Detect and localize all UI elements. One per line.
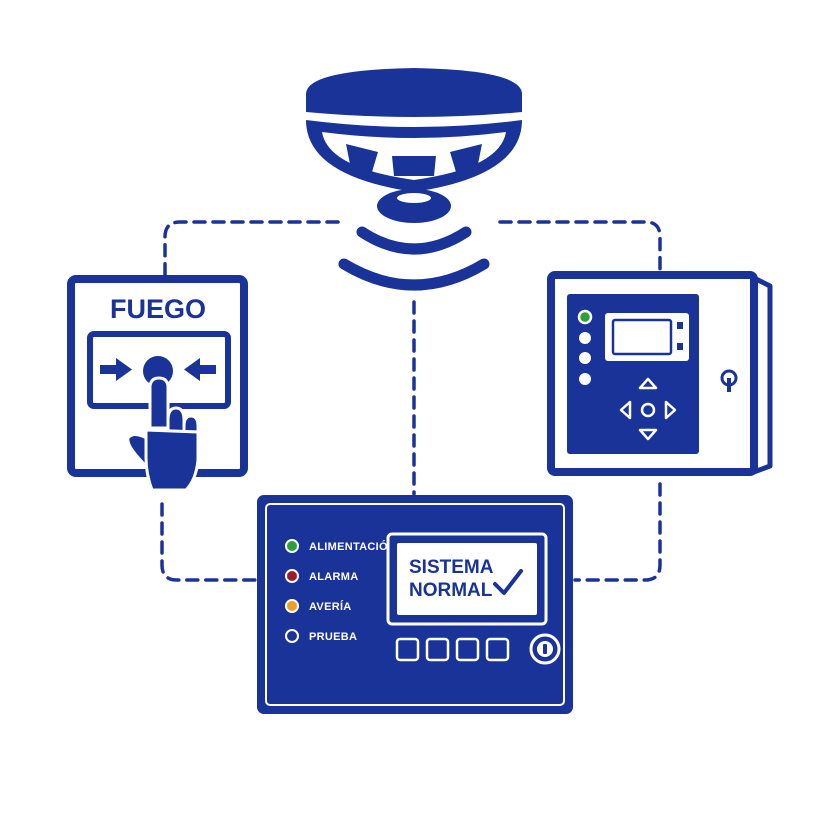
remote-led-1 bbox=[577, 309, 593, 325]
smoke-detector-icon bbox=[306, 68, 522, 291]
line-remote-panel-to-main-panel bbox=[573, 482, 662, 582]
led-fault-label: AVERÍA bbox=[309, 600, 352, 613]
lock-icon bbox=[720, 369, 738, 392]
panel-button-2[interactable] bbox=[425, 637, 450, 662]
nav-right-icon bbox=[664, 400, 677, 420]
panel-buttons bbox=[395, 637, 510, 662]
signal-wave-inner bbox=[356, 226, 472, 255]
led-indicators: ALIMENTACIÓN ALARMA AVERÍA PRUEBA bbox=[285, 539, 396, 643]
signal-wave-outer bbox=[338, 258, 490, 291]
remote-screen bbox=[605, 313, 689, 361]
remote-led-2 bbox=[579, 332, 591, 344]
led-power-label: ALIMENTACIÓN bbox=[309, 540, 396, 553]
navigation-pad-icon bbox=[619, 377, 677, 441]
led-test-label: PRUEBA bbox=[309, 631, 357, 643]
arrow-left-icon bbox=[184, 358, 216, 381]
panel-button-3[interactable] bbox=[455, 637, 480, 662]
remote-led-3 bbox=[579, 352, 591, 364]
led-alarm-label: ALARMA bbox=[309, 571, 358, 583]
key-switch-icon[interactable] bbox=[529, 633, 561, 665]
led-power bbox=[285, 539, 299, 553]
nav-center-icon bbox=[640, 402, 656, 418]
panel-button-1[interactable] bbox=[395, 637, 420, 662]
main-control-panel: ALIMENTACIÓN ALARMA AVERÍA PRUEBA SISTEM… bbox=[257, 495, 573, 714]
remote-led-4 bbox=[579, 373, 591, 385]
led-fault bbox=[285, 599, 299, 613]
status-line-2: NORMAL bbox=[409, 580, 493, 601]
status-display: SISTEMA NORMAL bbox=[386, 532, 548, 626]
line-detector-to-callpoint bbox=[163, 220, 340, 278]
panel-button-4[interactable] bbox=[485, 637, 510, 662]
nav-up-icon bbox=[638, 377, 658, 390]
call-point-label: FUEGO bbox=[110, 294, 206, 324]
manual-call-point: FUEGO bbox=[67, 275, 248, 492]
nav-down-icon bbox=[638, 428, 658, 441]
remote-control-panel-icon bbox=[547, 271, 773, 476]
status-line-1: SISTEMA bbox=[409, 557, 494, 578]
line-detector-to-remote-panel bbox=[498, 220, 662, 274]
press-button-hand-icon bbox=[126, 376, 200, 492]
led-alarm bbox=[285, 569, 299, 583]
checkmark-icon bbox=[493, 569, 523, 595]
arrow-right-icon bbox=[100, 358, 132, 381]
line-callpoint-to-main-panel bbox=[160, 502, 257, 582]
led-test bbox=[285, 629, 299, 643]
connection-lines bbox=[160, 220, 662, 582]
nav-left-icon bbox=[619, 400, 632, 420]
